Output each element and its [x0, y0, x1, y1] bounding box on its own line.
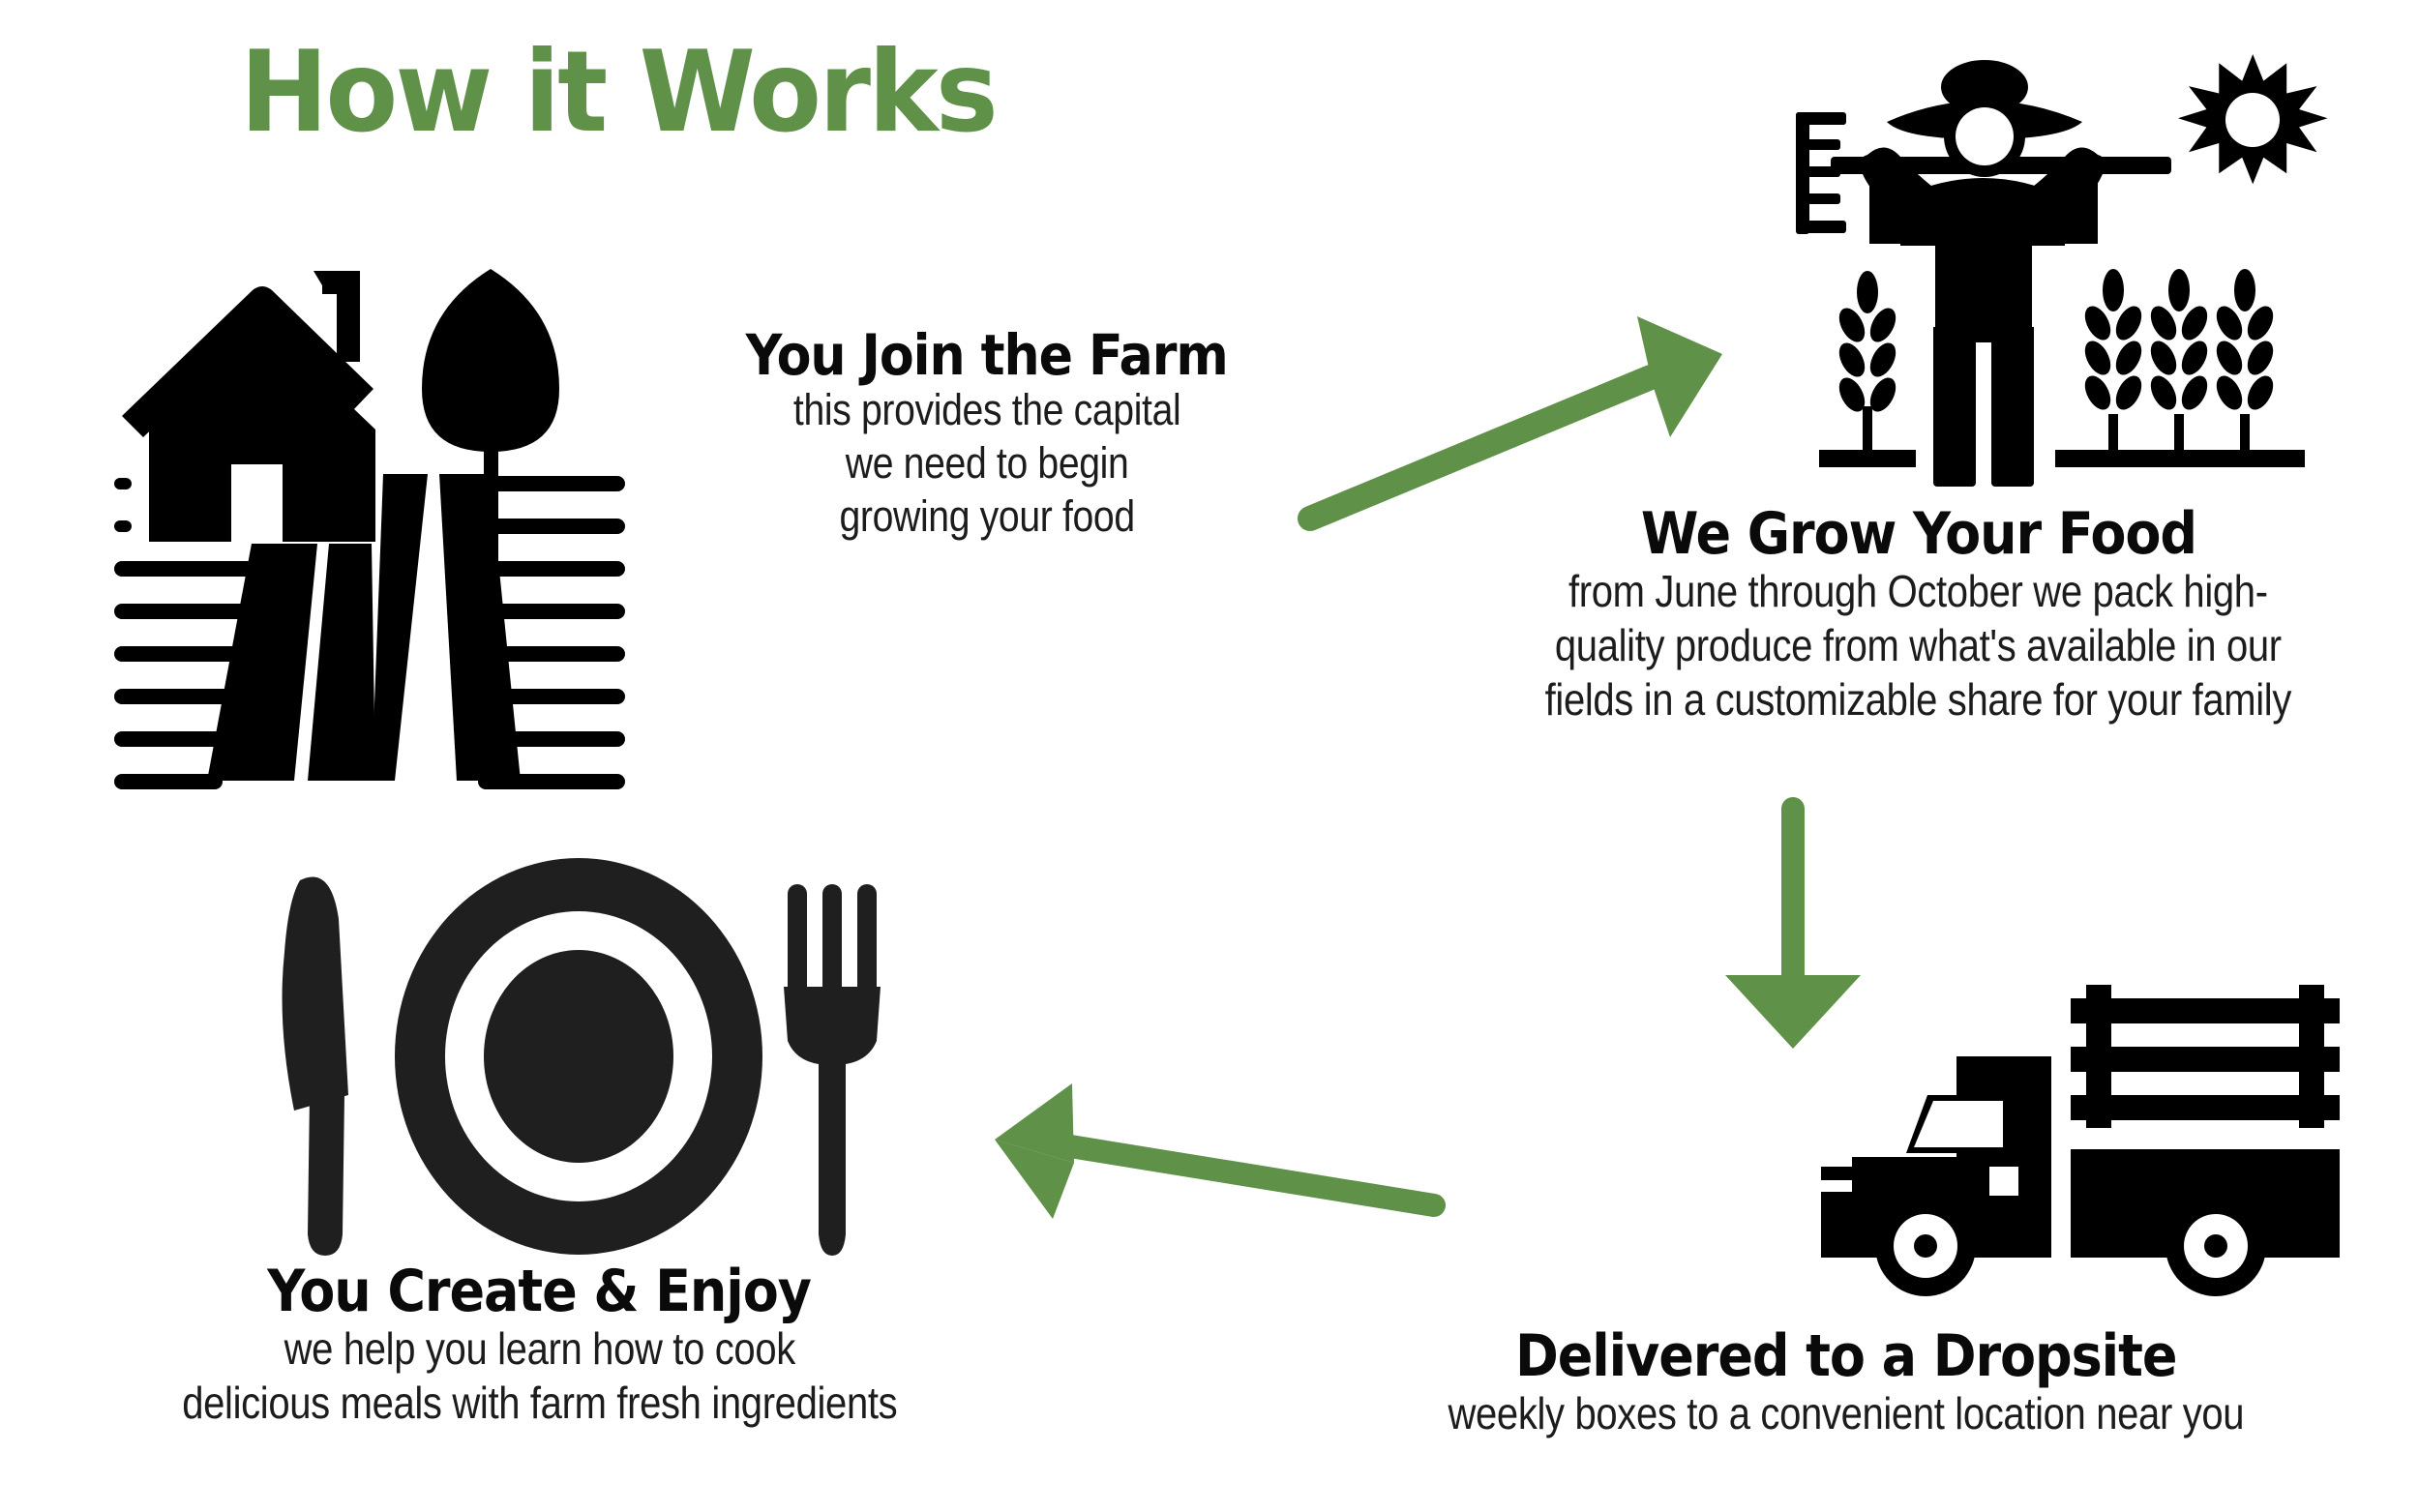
arrow-left-icon	[968, 1082, 1495, 1270]
farmer-with-rake-sun-wheat-icon	[1773, 37, 2377, 487]
knife-icon	[282, 876, 348, 1256]
step-body: we help you learn how to cook delicious …	[182, 1321, 897, 1430]
rake-icon	[1796, 112, 1846, 234]
wheat-icon	[2084, 269, 2142, 455]
wheat-icon	[1838, 271, 1896, 412]
step-body-line: we need to begin	[845, 438, 1129, 489]
page-title: How it Works	[240, 27, 999, 158]
step-delivered-to-a-dropsite: Delivered to a Dropsite weekly boxes to …	[1277, 1322, 2414, 1440]
step-we-grow-your-food: We Grow Your Food from June through Octo…	[1432, 500, 2404, 727]
step-heading: You Create & Enjoy	[267, 1258, 813, 1325]
step-body-line: we help you learn how to cook	[284, 1323, 795, 1375]
step-heading: You Join the Farm	[745, 322, 1229, 388]
step-body-line: from June through October we pack high-	[1568, 566, 2268, 617]
step-heading: Delivered to a Dropsite	[1514, 1322, 2177, 1390]
step-body-line: weekly boxes to a convenient location ne…	[1448, 1388, 2244, 1439]
farm-house-field-tree-icon	[93, 253, 664, 789]
sun-icon	[2177, 54, 2328, 185]
farm-truck-icon	[1809, 977, 2390, 1296]
step-body: this provides the capital we need to beg…	[792, 384, 1181, 544]
step-body-line: delicious meals with farm fresh ingredie…	[181, 1378, 898, 1429]
step-join-the-farm: You Join the Farm this provides the capi…	[677, 322, 1297, 544]
step-body-line: this provides the capital	[792, 385, 1181, 435]
step-body: from June through October we pack high- …	[1544, 564, 2292, 726]
plate-icon	[395, 858, 762, 1255]
arrow-up-right-icon	[1297, 300, 1771, 547]
arrow-down-icon	[1722, 786, 1940, 1052]
step-body: weekly boxes to a convenient location ne…	[1448, 1386, 2244, 1440]
wheat-icon	[2150, 269, 2208, 455]
step-body-line: fields in a customizable share for your …	[1544, 674, 2292, 726]
step-you-create-and-enjoy: You Create & Enjoy we help you learn how…	[0, 1258, 1079, 1430]
step-body-line: quality produce from what's available in…	[1555, 620, 2282, 671]
step-body-line: growing your food	[839, 490, 1135, 541]
fork-icon	[784, 884, 881, 1256]
step-heading: We Grow Your Food	[1640, 500, 2196, 568]
plate-knife-fork-icon	[250, 851, 917, 1262]
wheat-icon	[2216, 269, 2274, 455]
